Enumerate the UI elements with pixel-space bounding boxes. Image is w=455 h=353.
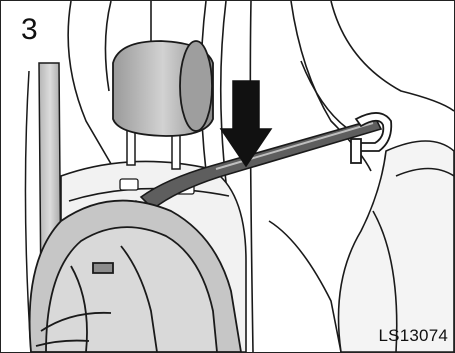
head-restraint <box>113 41 213 136</box>
figure-code: LS13074 <box>379 326 448 346</box>
step-number: 3 <box>21 15 38 45</box>
rear-seat-right <box>339 141 455 352</box>
